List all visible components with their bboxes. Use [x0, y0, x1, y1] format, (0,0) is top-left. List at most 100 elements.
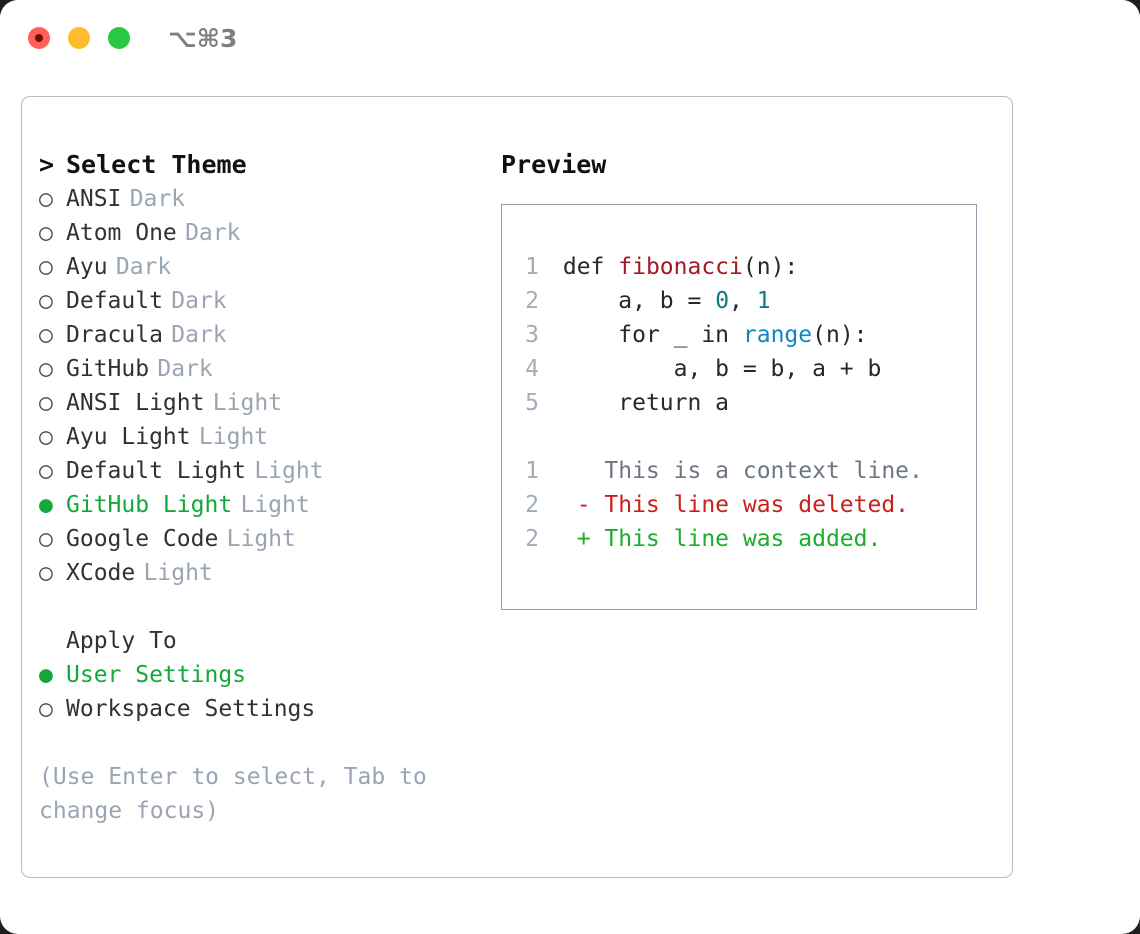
theme-option-label: ANSI Light — [66, 390, 205, 416]
preview-column: Preview 1 def fibonacci(n):2 a, b = 0, 1… — [501, 148, 996, 610]
theme-option-label: Default Light — [66, 458, 247, 484]
diff-sign: - — [549, 492, 605, 518]
theme-option-label: Default — [66, 288, 163, 314]
diff-line-del: 2 - This line was deleted. — [509, 488, 970, 522]
theme-option-xcode[interactable]: ○ XCode Light — [39, 556, 499, 590]
minimize-button[interactable] — [68, 27, 90, 49]
title-bar: ⌥⌘3 — [0, 0, 1140, 76]
radio-unselected-icon: ○ — [39, 322, 53, 348]
select-theme-header: > Select Theme — [39, 148, 499, 182]
code-token-plain: return a — [618, 390, 730, 416]
theme-option-variant: Light — [240, 492, 310, 518]
prompt-caret-icon: > — [39, 150, 55, 179]
theme-option-variant: Dark — [115, 254, 172, 280]
code-line: 3 for _ in range(n): — [509, 318, 970, 352]
radio-selected-icon: ● — [39, 662, 53, 688]
line-number: 2 — [525, 492, 539, 518]
code-line: 2 a, b = 0, 1 — [509, 284, 970, 318]
apply-to-option-label: Workspace Settings — [66, 696, 316, 722]
code-line: 4 a, b = b, a + b — [509, 352, 970, 386]
radio-unselected-icon: ○ — [39, 356, 53, 382]
apply-to-list: ●User Settings○Workspace Settings — [39, 658, 499, 726]
select-theme-title: Select Theme — [66, 150, 247, 179]
theme-option-label: Ayu — [66, 254, 108, 280]
theme-option-label: Google Code — [66, 526, 219, 552]
code-line: 1 def fibonacci(n): — [509, 250, 970, 284]
theme-option-default[interactable]: ○ Default Dark — [39, 284, 499, 318]
diff-sign — [549, 454, 604, 488]
theme-option-label: GitHub — [66, 356, 150, 382]
line-number: 1 — [525, 458, 539, 484]
theme-option-variant: Dark — [129, 186, 186, 212]
line-number: 1 — [525, 254, 539, 280]
diff-line-content: This line was deleted. — [604, 492, 910, 518]
apply-to-option-workspace-settings[interactable]: ○Workspace Settings — [39, 692, 499, 726]
code-token-num: 1 — [756, 288, 771, 314]
theme-option-label: Ayu Light — [66, 424, 191, 450]
code-token-plain: (n): — [742, 254, 799, 280]
theme-option-variant: Light — [254, 458, 324, 484]
theme-option-variant: Dark — [171, 288, 227, 314]
diff-line-add: 2 + This line was added. — [509, 522, 970, 556]
diff-sample: 1 This is a context line. 2 - This line w… — [509, 454, 970, 556]
theme-option-variant: Light — [143, 560, 213, 586]
diff-line-content: This is a context line. — [604, 458, 923, 484]
line-number: 2 — [525, 526, 539, 552]
preview-title: Preview — [501, 150, 607, 179]
radio-unselected-icon: ○ — [39, 526, 53, 552]
code-token-fn: fibonacci — [618, 254, 743, 280]
theme-option-variant: Light — [212, 390, 283, 416]
code-diff-gap — [509, 420, 970, 454]
line-number: 2 — [525, 288, 539, 314]
theme-option-label: ANSI — [66, 186, 122, 212]
theme-option-github-light[interactable]: ● GitHub Light Light — [39, 488, 499, 522]
theme-option-variant: Light — [198, 424, 269, 450]
list-spacer — [39, 590, 499, 624]
code-line-content: return a — [549, 386, 729, 420]
radio-unselected-icon: ○ — [39, 254, 53, 280]
code-token-plain: , — [729, 288, 757, 314]
theme-option-label: XCode — [66, 560, 136, 586]
theme-option-label: Dracula — [66, 322, 163, 348]
theme-option-ayu[interactable]: ○ Ayu Dark — [39, 250, 499, 284]
apply-to-header: Apply To — [66, 628, 177, 654]
code-token-plain: a, b = — [618, 288, 716, 314]
theme-option-label: Atom One — [66, 220, 177, 246]
code-line-content: a, b = b, a + b — [549, 352, 882, 386]
theme-option-default-light[interactable]: ○ Default Light Light — [39, 454, 499, 488]
line-number: 4 — [525, 356, 539, 382]
code-line-content: a, b = 0, 1 — [549, 284, 771, 318]
close-button[interactable] — [28, 27, 50, 49]
radio-unselected-icon: ○ — [39, 220, 53, 246]
theme-option-variant: Light — [226, 526, 296, 552]
code-token-plain: (n): — [812, 322, 868, 348]
radio-unselected-icon: ○ — [39, 560, 53, 586]
apply-to-option-user-settings[interactable]: ●User Settings — [39, 658, 499, 692]
code-line: 5 return a — [509, 386, 970, 420]
keyboard-shortcut-label: ⌥⌘3 — [168, 24, 238, 53]
radio-selected-icon: ● — [39, 492, 53, 518]
radio-unselected-icon: ○ — [39, 458, 53, 484]
diff-line-content: This line was added. — [604, 526, 882, 552]
maximize-button[interactable] — [108, 27, 130, 49]
theme-option-google-code[interactable]: ○ Google Code Light — [39, 522, 499, 556]
code-token-num: 0 — [715, 288, 730, 314]
diff-sign: + — [549, 526, 605, 552]
keyboard-hint: (Use Enter to select, Tab to change focu… — [39, 764, 427, 824]
theme-option-label: GitHub Light — [66, 492, 233, 518]
radio-unselected-icon: ○ — [39, 288, 53, 314]
code-token-plain: def — [562, 254, 619, 280]
line-number: 5 — [525, 390, 539, 416]
